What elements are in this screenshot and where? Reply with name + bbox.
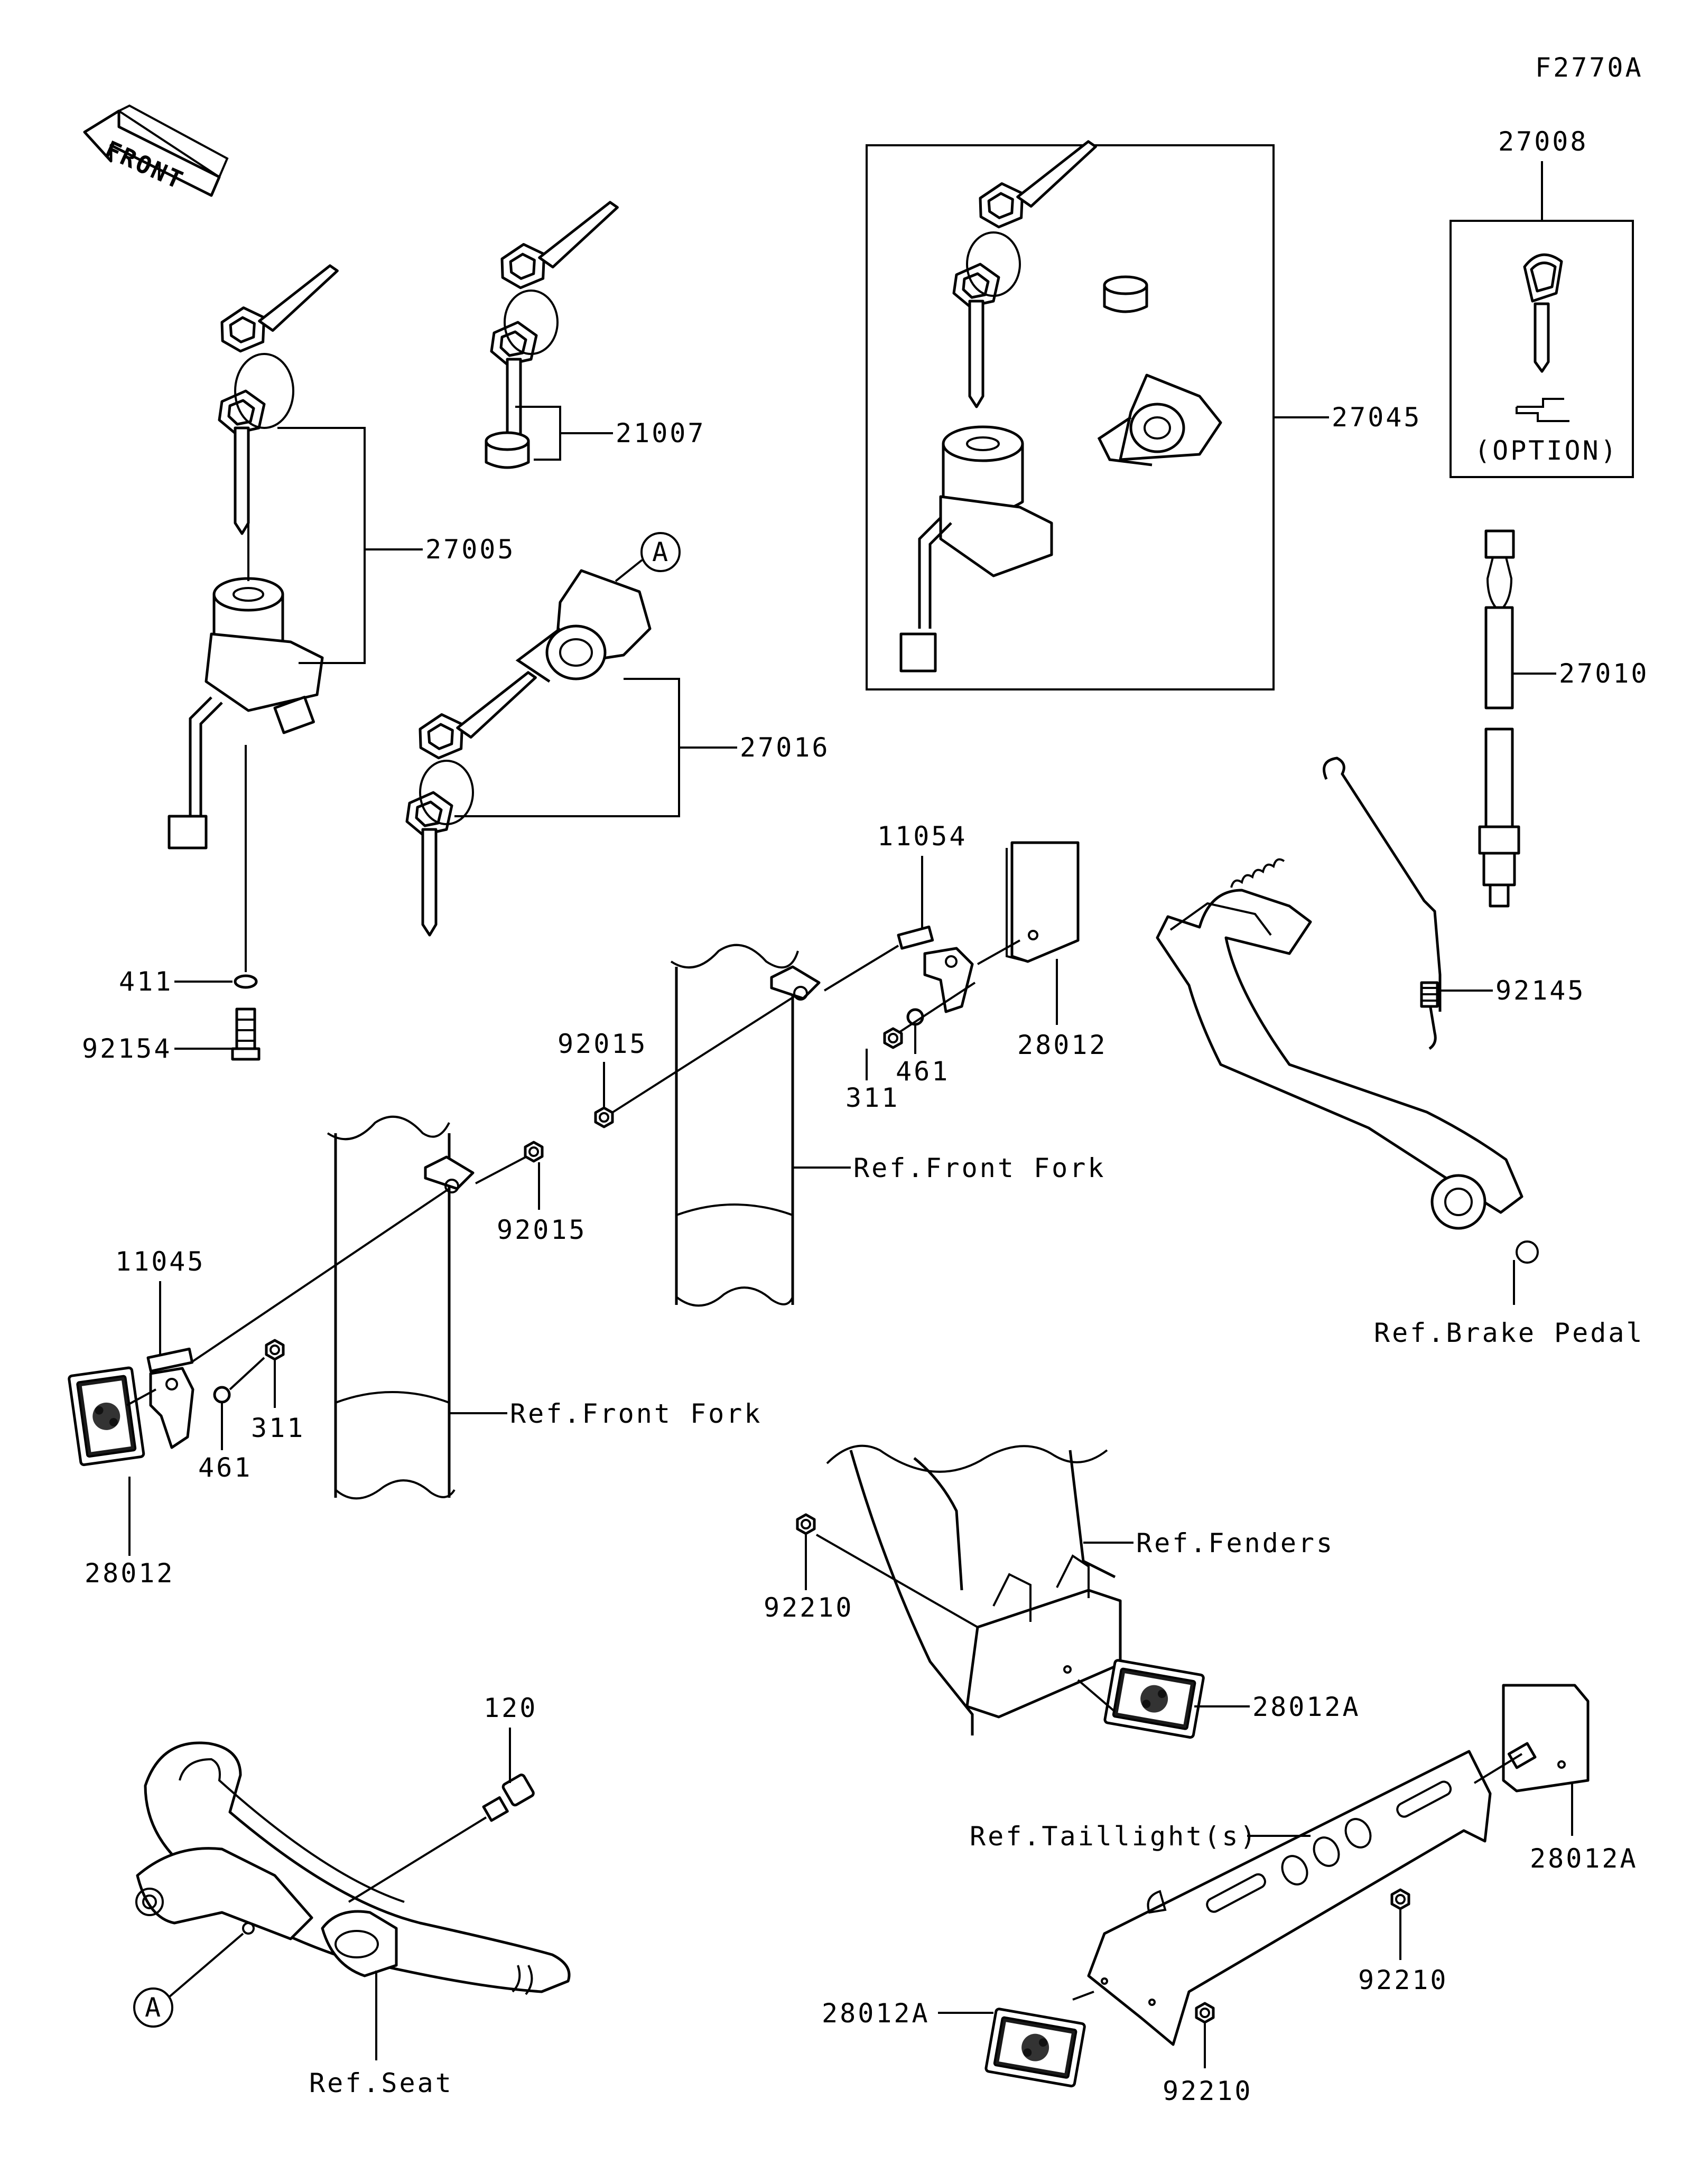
bracket-11045 bbox=[146, 1347, 194, 1449]
label-92154: 92154 bbox=[82, 1033, 172, 1064]
front-fork-lower bbox=[327, 1115, 475, 1500]
callout-a-circle-upper bbox=[640, 532, 681, 572]
label-11045: 11045 bbox=[115, 1246, 206, 1277]
screw-92154 bbox=[231, 1007, 261, 1061]
label-461-lower: 461 bbox=[198, 1452, 252, 1483]
label-92015-upper: 92015 bbox=[558, 1029, 648, 1059]
label-92210-bottom: 92210 bbox=[1163, 2076, 1253, 2106]
kit-27045-contents bbox=[899, 141, 1222, 673]
label-27045: 27045 bbox=[1332, 402, 1422, 433]
nut-311-lower bbox=[266, 1340, 283, 1359]
callout-a-lower: A bbox=[145, 1992, 161, 2023]
option-label: (OPTION) bbox=[1474, 435, 1619, 466]
label-21007: 21007 bbox=[616, 418, 706, 449]
callout-a-circle-lower bbox=[133, 1987, 173, 2028]
bracket-11054 bbox=[897, 925, 974, 1013]
reflector-28012A-bottom bbox=[986, 2009, 1085, 2087]
option-key-box bbox=[1450, 220, 1634, 478]
ref-front-fork-lower: Ref.Front Fork bbox=[510, 1398, 762, 1429]
nut-92210-fender bbox=[797, 1515, 814, 1534]
label-92210-right: 92210 bbox=[1358, 1965, 1448, 1995]
blank-key-set bbox=[485, 201, 628, 469]
reflector-28012A-fender bbox=[1104, 1660, 1204, 1738]
label-28012-lower: 28012 bbox=[85, 1558, 175, 1589]
label-92015-lower: 92015 bbox=[497, 1215, 587, 1245]
brake-pedal-spring bbox=[1323, 757, 1442, 1050]
label-92210-fender: 92210 bbox=[764, 1592, 854, 1623]
helmet-lock-set bbox=[407, 569, 652, 935]
callout-a-upper: A bbox=[652, 537, 668, 567]
brake-pedal bbox=[1156, 858, 1539, 1264]
label-311-lower: 311 bbox=[251, 1413, 305, 1443]
reflector-28012A-right bbox=[1502, 1684, 1590, 1793]
reflector-28012-upper bbox=[1006, 841, 1080, 963]
rear-fender-bracket bbox=[826, 1444, 1122, 1735]
washer-411 bbox=[234, 974, 258, 989]
label-92145: 92145 bbox=[1495, 975, 1586, 1006]
nut-92015-lower bbox=[525, 1142, 542, 1161]
option-key-icon bbox=[1516, 253, 1569, 422]
label-27010: 27010 bbox=[1559, 658, 1649, 689]
nut-92210-right bbox=[1392, 1890, 1409, 1909]
label-11054: 11054 bbox=[877, 821, 968, 852]
ref-seat: Ref.Seat bbox=[309, 2068, 453, 2098]
figure-code: F2770A bbox=[1535, 52, 1643, 83]
taillight-bracket bbox=[1087, 1750, 1492, 2046]
label-27016: 27016 bbox=[740, 732, 830, 763]
brake-light-switch bbox=[1478, 529, 1520, 908]
front-fork-upper bbox=[670, 944, 821, 1307]
front-arrow-icon: FRONT bbox=[83, 104, 229, 197]
label-28012-upper: 28012 bbox=[1017, 1030, 1108, 1060]
label-120: 120 bbox=[484, 1693, 537, 1723]
ref-fenders: Ref.Fenders bbox=[1136, 1528, 1334, 1558]
ignition-key-set bbox=[168, 265, 348, 850]
ref-brake-pedal: Ref.Brake Pedal bbox=[1374, 1318, 1644, 1348]
label-461-upper: 461 bbox=[896, 1056, 950, 1087]
nut-92015-upper bbox=[596, 1108, 612, 1127]
grab-rail bbox=[135, 1741, 571, 1995]
label-27008: 27008 bbox=[1498, 126, 1588, 157]
label-311-upper: 311 bbox=[846, 1082, 899, 1113]
washer-461-lower bbox=[213, 1386, 231, 1404]
label-27005: 27005 bbox=[425, 534, 516, 565]
label-28012A-fender: 28012A bbox=[1252, 1692, 1361, 1722]
ref-taillights: Ref.Taillight(s) bbox=[970, 1821, 1258, 1852]
label-28012A-bottom: 28012A bbox=[822, 1998, 930, 2029]
label-28012A-right: 28012A bbox=[1530, 1843, 1638, 1874]
reflector-28012-lower bbox=[69, 1367, 144, 1465]
nut-92210-bottom bbox=[1196, 2003, 1213, 2022]
ref-front-fork-upper: Ref.Front Fork bbox=[853, 1153, 1105, 1183]
label-411: 411 bbox=[119, 966, 173, 997]
